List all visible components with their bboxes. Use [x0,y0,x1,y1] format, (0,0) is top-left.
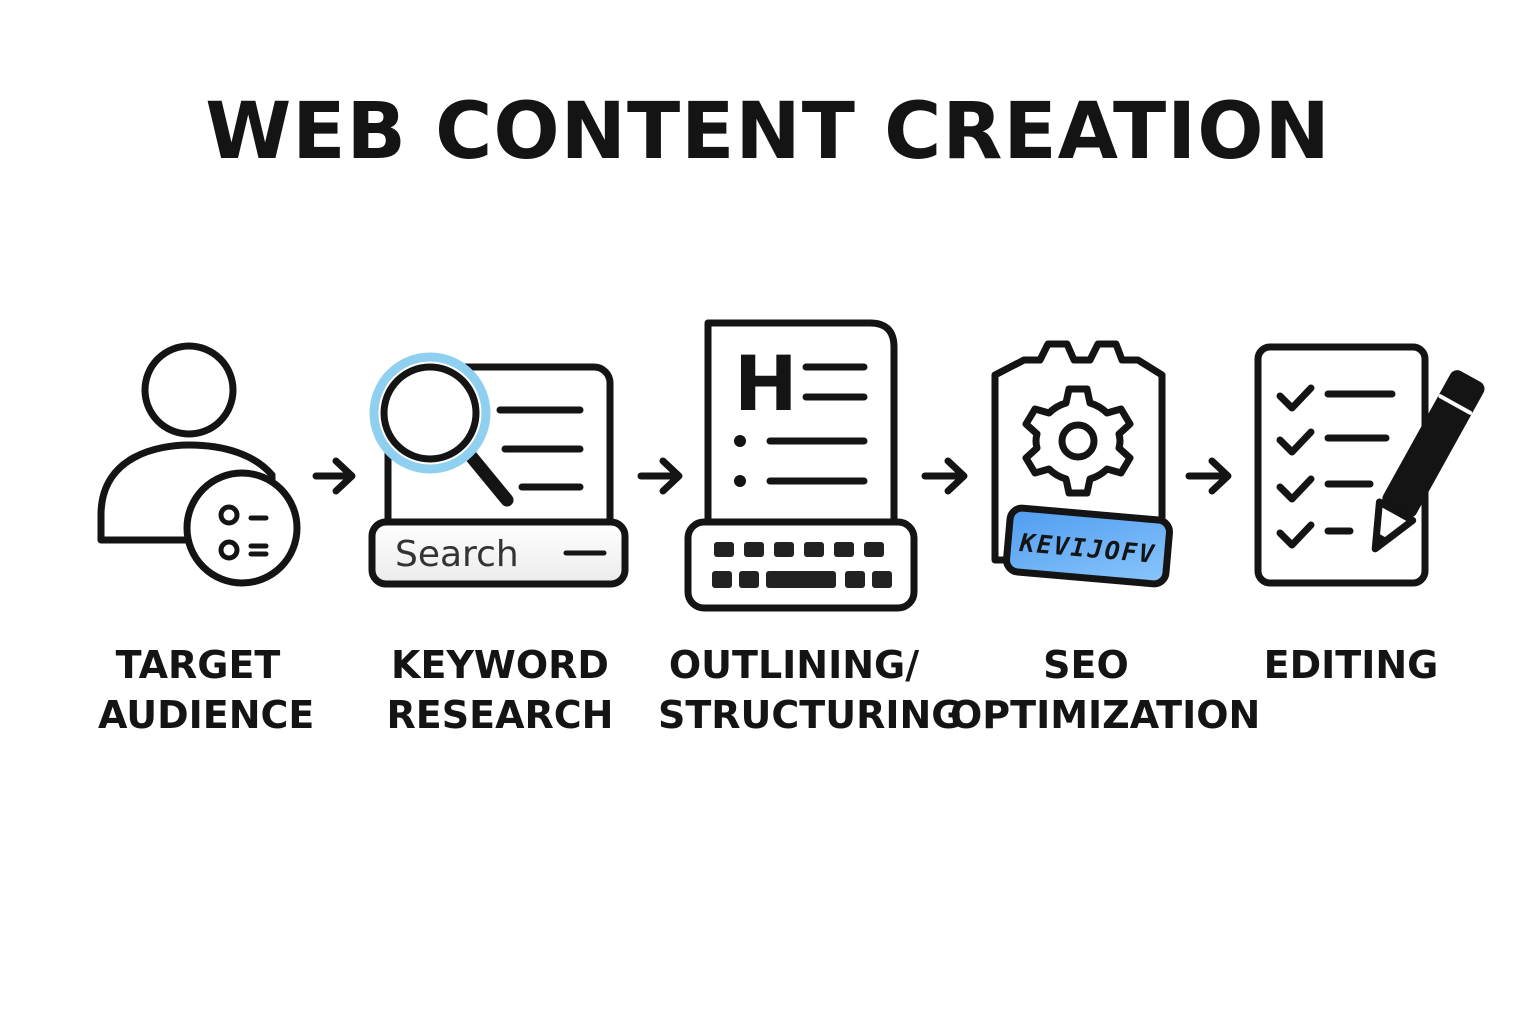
page-title: WEB CONTENT CREATION [205,87,1331,177]
arrow-right-icon [312,457,356,495]
step-label-keyword-research: KEYWORD RESEARCH [386,643,614,737]
document-keyboard-icon [684,319,918,612]
heading-glyph: H [734,339,798,428]
search-bar-text: Search [395,534,519,575]
step-label-editing: EDITING [1263,643,1439,687]
gear-document-icon [991,340,1173,588]
arrow-right-icon [1185,457,1232,495]
step-label-outlining-structuring: OUTLINING/ STRUCTURING [658,643,963,737]
step-label-target-audience: TARGET AUDIENCE [98,643,315,737]
arrow-right-icon [637,457,683,495]
person-checklist-icon [97,342,301,587]
step-label-seo-optimization: SEO OPTIMIZATION [950,643,1261,737]
checklist-pencil-icon [1254,343,1485,587]
arrow-right-icon [921,457,968,495]
magnifier-search-icon [368,352,629,588]
